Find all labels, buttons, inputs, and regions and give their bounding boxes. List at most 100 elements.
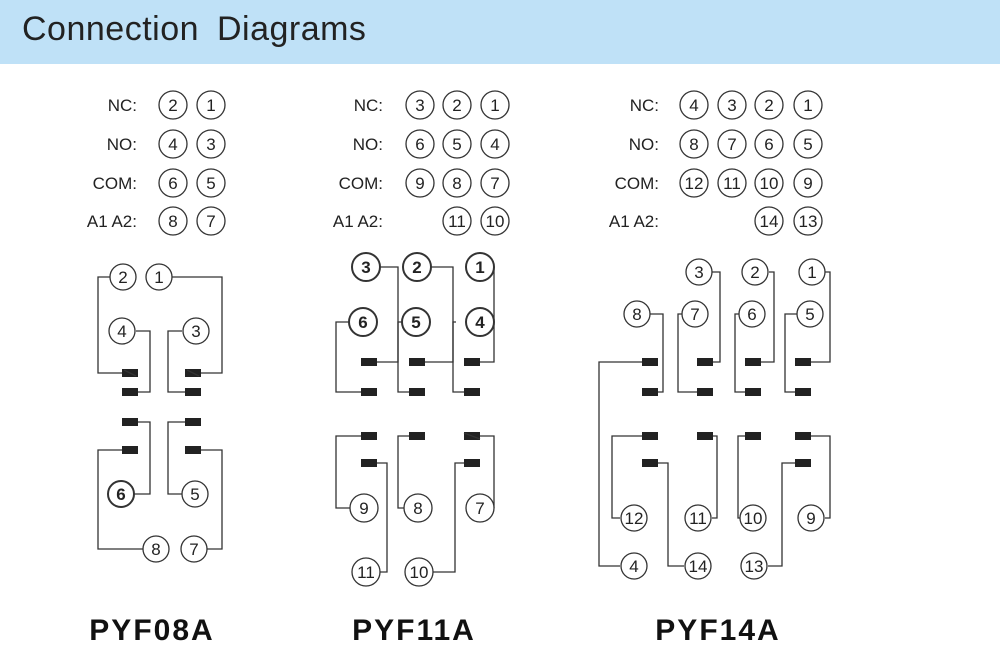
contact-terminal bbox=[642, 358, 658, 366]
pin-no-3: 3 bbox=[196, 129, 226, 159]
pin-7: 7 bbox=[465, 493, 495, 523]
contact-terminal bbox=[122, 388, 138, 396]
pin-nc-2: 2 bbox=[442, 90, 472, 120]
pin-1: 1 bbox=[798, 258, 826, 286]
pin-5: 5 bbox=[796, 300, 824, 328]
contact-terminal bbox=[185, 388, 201, 396]
row-label-nc: NC: bbox=[354, 96, 383, 115]
switch-mark bbox=[123, 369, 137, 377]
pin-circle bbox=[620, 552, 648, 580]
pin-circle bbox=[797, 504, 825, 532]
pin-circle bbox=[182, 317, 210, 345]
contact-terminal bbox=[697, 358, 713, 366]
pin-5: 5 bbox=[401, 307, 431, 337]
row-label-nc: NC: bbox=[630, 96, 659, 115]
pin-9: 9 bbox=[797, 504, 825, 532]
pin-number: 6 bbox=[764, 135, 773, 154]
pin-no-6: 6 bbox=[405, 129, 435, 159]
pin-number: 11 bbox=[689, 509, 707, 528]
pin-circle bbox=[685, 258, 713, 286]
contact-terminal bbox=[795, 432, 811, 440]
pin-circle bbox=[738, 300, 766, 328]
pin-number: 3 bbox=[694, 263, 703, 282]
pin-number: 1 bbox=[206, 96, 215, 115]
switch-mark bbox=[186, 369, 200, 377]
pin-number: 2 bbox=[168, 96, 177, 115]
pin-number: 6 bbox=[747, 305, 756, 324]
model-name-pyf14a: PYF14A bbox=[655, 614, 780, 647]
pin-circle bbox=[717, 129, 747, 159]
pin-circle bbox=[401, 307, 431, 337]
pin-circle bbox=[142, 535, 170, 563]
contact-terminal bbox=[361, 432, 377, 440]
pin-circle bbox=[442, 90, 472, 120]
pin-no-6: 6 bbox=[754, 129, 784, 159]
pin-com-12: 12 bbox=[679, 168, 709, 198]
pin-8: 8 bbox=[142, 535, 170, 563]
pin-3: 3 bbox=[685, 258, 713, 286]
contact-terminal bbox=[745, 358, 761, 366]
pin-10: 10 bbox=[739, 504, 767, 532]
wire bbox=[167, 421, 193, 495]
wire bbox=[705, 435, 718, 519]
pin-number: 7 bbox=[475, 499, 484, 518]
pin-number: 11 bbox=[448, 212, 466, 231]
pin-com-8: 8 bbox=[442, 168, 472, 198]
pin-circle bbox=[793, 206, 823, 236]
pin-circle bbox=[684, 552, 712, 580]
pin-circle bbox=[739, 504, 767, 532]
contact-terminal bbox=[409, 432, 425, 440]
pin-com-9: 9 bbox=[405, 168, 435, 198]
pin-circle bbox=[465, 307, 495, 337]
pin-nc-1: 1 bbox=[196, 90, 226, 120]
pin-3: 3 bbox=[351, 252, 381, 282]
pin-circle bbox=[108, 317, 136, 345]
pin-nc-3: 3 bbox=[717, 90, 747, 120]
pin-number: 4 bbox=[629, 557, 638, 576]
pin-5: 5 bbox=[181, 480, 209, 508]
pin-circle bbox=[754, 90, 784, 120]
pin-circle bbox=[403, 493, 433, 523]
pin-1: 1 bbox=[465, 252, 495, 282]
row-label-nc: NC: bbox=[108, 96, 137, 115]
wire bbox=[753, 271, 775, 363]
contact-terminal bbox=[464, 459, 480, 467]
contact-terminal bbox=[795, 358, 811, 366]
pin-number: 13 bbox=[745, 557, 764, 576]
switch-mark bbox=[463, 432, 481, 440]
pin-9: 9 bbox=[349, 493, 379, 523]
model-name-pyf08a: PYF08A bbox=[89, 614, 214, 647]
pin-number: 2 bbox=[764, 96, 773, 115]
pin-circle bbox=[107, 480, 135, 508]
pin-number: 3 bbox=[191, 322, 200, 341]
pin-number: 9 bbox=[415, 174, 424, 193]
page-title: Connection Diagrams bbox=[22, 10, 367, 48]
pin-10: 10 bbox=[404, 557, 434, 587]
contact-terminal bbox=[697, 388, 713, 396]
row-label-com: COM: bbox=[93, 174, 137, 193]
pin-circle bbox=[348, 307, 378, 337]
pin-circle bbox=[679, 90, 709, 120]
pin-4: 4 bbox=[108, 317, 136, 345]
pin-number: 2 bbox=[118, 268, 127, 287]
pin-8: 8 bbox=[403, 493, 433, 523]
pin-4: 4 bbox=[620, 552, 648, 580]
pin-number: 9 bbox=[359, 499, 368, 518]
contact-terminal bbox=[697, 432, 713, 440]
pin-number: 3 bbox=[206, 135, 215, 154]
wire bbox=[784, 313, 803, 393]
pin-14: 14 bbox=[684, 552, 712, 580]
pin-number: 1 bbox=[490, 96, 499, 115]
pin-number: 11 bbox=[357, 563, 375, 582]
wire bbox=[417, 266, 454, 363]
pin-number: 8 bbox=[151, 540, 160, 559]
pin-number: 1 bbox=[475, 258, 484, 277]
wire bbox=[335, 321, 369, 393]
pin-circle bbox=[684, 504, 712, 532]
pin-circle bbox=[442, 206, 472, 236]
pin-no-8: 8 bbox=[679, 129, 709, 159]
row-label-coil: A1 A2: bbox=[609, 212, 659, 231]
pin-no-5: 5 bbox=[442, 129, 472, 159]
